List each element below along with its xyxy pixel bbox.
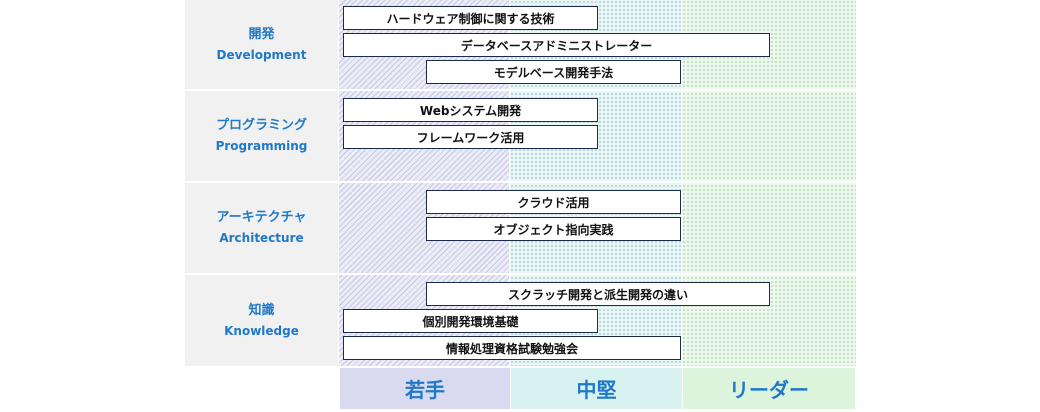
category-knowledge: 知識 Knowledge — [185, 275, 338, 366]
category-label-jp: プログラミング — [215, 118, 307, 133]
category-architecture: アーキテクチャ Architecture — [185, 183, 338, 273]
level-junior: 若手 — [340, 368, 510, 409]
skill-framework: フレームワーク活用 — [343, 125, 598, 149]
skill-database-admin: データベースアドミニストレーター — [343, 33, 770, 57]
category-label-en: Knowledge — [224, 323, 299, 338]
category-label-jp: 開発 — [248, 26, 275, 42]
category-label-en: Architecture — [219, 231, 304, 245]
category-label-jp: アーキテクチャ — [216, 210, 307, 225]
category-label-jp: 知識 — [248, 302, 275, 318]
skill-model-based-dev: モデルベース開発手法 — [426, 60, 681, 84]
category-label-en: Development — [216, 47, 307, 62]
skill-scratch-vs-derivative: スクラッチ開発と派生開発の違い — [426, 282, 770, 306]
level-mid: 中堅 — [511, 368, 682, 409]
skill-web-system: Webシステム開発 — [343, 98, 598, 122]
skill-cloud: クラウド活用 — [426, 190, 681, 214]
row-divider — [185, 89, 856, 91]
skill-hardware-control: ハードウェア制御に関する技術 — [343, 6, 598, 30]
row-divider — [185, 366, 856, 368]
category-development: 開発 Development — [185, 0, 338, 89]
row-divider — [185, 181, 856, 183]
skill-object-oriented: オブジェクト指向実践 — [426, 217, 681, 241]
row-divider — [185, 273, 856, 275]
level-leader: リーダー — [683, 368, 855, 409]
skill-it-exam-study: 情報処理資格試験勉強会 — [343, 336, 681, 360]
skill-dev-environment: 個別開発環境基礎 — [343, 309, 598, 333]
skill-map-diagram: 開発 Development プログラミング Programming アーキテク… — [185, 0, 856, 412]
category-programming: プログラミング Programming — [185, 91, 338, 181]
category-label-en: Programming — [215, 139, 308, 153]
